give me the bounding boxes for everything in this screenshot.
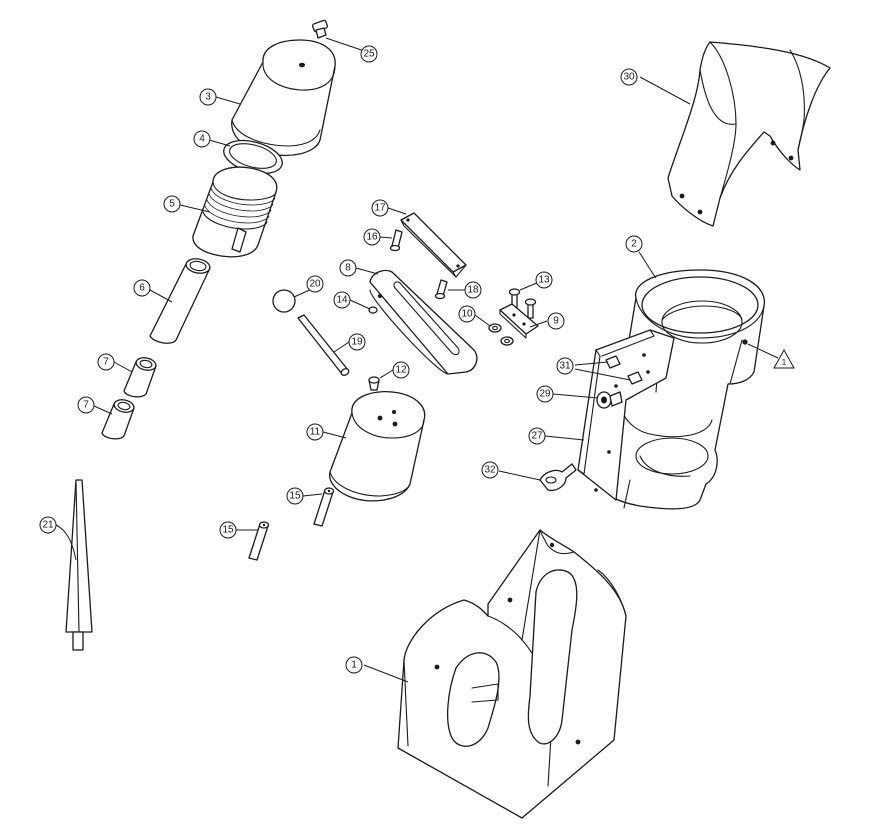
part-6-tube xyxy=(149,258,211,344)
part-7-bushing-lower xyxy=(101,399,135,440)
callout-label: 11 xyxy=(310,427,321,438)
part-30-curved-guard xyxy=(667,41,831,227)
callout-p16: 16 xyxy=(363,228,381,246)
callout-label: 32 xyxy=(484,465,496,476)
callout-label: 5 xyxy=(169,199,175,210)
callout-p8: 8 xyxy=(339,259,357,277)
part-18-screw xyxy=(434,279,448,300)
callout-label: 25 xyxy=(363,49,375,60)
part-21-tapered-rod xyxy=(65,479,93,651)
callout-p4: 4 xyxy=(193,130,211,148)
callout-p27: 27 xyxy=(528,427,546,445)
callout-label: 7 xyxy=(83,400,89,411)
callout-p15b: 15 xyxy=(219,521,237,539)
triangle-label: 1 xyxy=(782,358,787,367)
callout-p19: 19 xyxy=(348,333,366,351)
part-25-cap-screw xyxy=(311,19,329,39)
part-5-threaded-sleeve xyxy=(192,166,278,258)
callout-p12: 12 xyxy=(392,361,410,379)
callout-p13: 13 xyxy=(535,271,553,289)
callout-label: 15 xyxy=(222,525,234,536)
part-7-bushing-upper xyxy=(123,357,157,398)
callout-p3: 3 xyxy=(199,88,217,106)
callout-label: 6 xyxy=(139,283,145,294)
part-20-ball xyxy=(272,289,296,313)
part-9-small-plate xyxy=(499,303,539,339)
callout-p15a: 15 xyxy=(286,487,304,505)
part-1-base-bracket xyxy=(397,529,627,819)
callout-label: 16 xyxy=(366,232,378,243)
part-4-o-ring xyxy=(223,139,283,175)
part-16-screw xyxy=(389,229,403,252)
callout-p32: 32 xyxy=(481,461,499,479)
part-11-cylinder xyxy=(328,391,426,502)
part-17-flat-bar xyxy=(400,212,467,278)
callout-label: 19 xyxy=(351,337,363,348)
callout-label: 12 xyxy=(395,365,407,376)
part-2-main-housing xyxy=(603,269,765,510)
callout-label: 27 xyxy=(531,431,543,442)
callout-label: 20 xyxy=(309,279,321,290)
callout-label: 18 xyxy=(467,285,479,296)
part-15-pin-upper xyxy=(313,487,335,527)
callout-p30: 30 xyxy=(620,68,638,86)
part-27-side-plate xyxy=(577,329,675,501)
part-31-screws xyxy=(605,355,643,385)
callout-p25: 25 xyxy=(360,45,378,63)
part-8-slotted-plate xyxy=(369,269,478,375)
callout-label: 2 xyxy=(631,239,637,250)
part-29-knob-screw xyxy=(596,391,623,409)
callout-p29: 29 xyxy=(536,385,554,403)
callout-label: 8 xyxy=(345,263,351,274)
callout-label: 29 xyxy=(539,389,551,400)
callout-p21: 21 xyxy=(39,516,57,534)
callout-label: 9 xyxy=(553,316,559,327)
callout-p20: 20 xyxy=(306,275,324,293)
part-12-fitting xyxy=(368,376,380,391)
callout-p7b: 7 xyxy=(77,396,95,414)
leader-lines xyxy=(55,37,779,683)
callout-label: 31 xyxy=(559,361,571,372)
callout-p7a: 7 xyxy=(97,353,115,371)
callout-p5: 5 xyxy=(163,195,181,213)
callout-label: 21 xyxy=(42,520,54,531)
callout-label: 10 xyxy=(461,309,473,320)
callout-label: 14 xyxy=(336,295,348,306)
callout-p14: 14 xyxy=(333,291,351,309)
callout-p1: 1 xyxy=(345,656,363,674)
callout-label: 17 xyxy=(374,203,386,214)
callout-p31: 31 xyxy=(556,357,574,375)
callout-label: 1 xyxy=(351,660,357,671)
callout-p10: 10 xyxy=(458,305,476,323)
part-32-latch xyxy=(539,463,577,492)
callout-p2: 2 xyxy=(625,235,643,253)
callout-p9: 9 xyxy=(547,312,565,330)
callout-p6: 6 xyxy=(133,279,151,297)
part-15-pin-lower xyxy=(248,521,270,561)
part-10-washers xyxy=(488,323,514,346)
callout-label: 7 xyxy=(103,357,109,368)
callout-label: 3 xyxy=(205,92,211,103)
callout-p17: 17 xyxy=(371,199,389,217)
part-3-cylinder-cap xyxy=(231,39,336,156)
callout-label: 4 xyxy=(199,134,205,145)
callout-label: 15 xyxy=(289,491,301,502)
callout-p11: 11 xyxy=(306,423,324,441)
callout-label: 30 xyxy=(623,72,635,83)
callout-label: 13 xyxy=(538,275,550,286)
note-triangle-marker: 1 xyxy=(773,348,795,369)
part-19-pin xyxy=(297,314,350,376)
callout-p18: 18 xyxy=(464,281,482,299)
part-14-small-nut xyxy=(368,306,378,314)
